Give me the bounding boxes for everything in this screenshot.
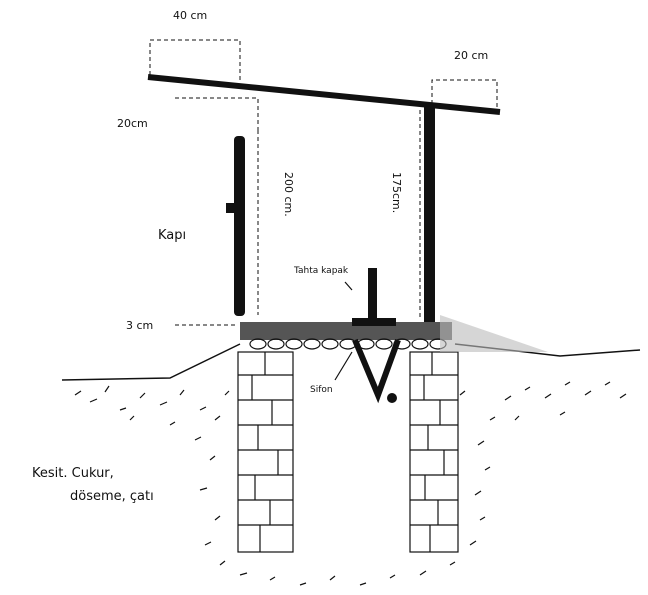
door-handle: [226, 203, 235, 213]
door-panel: [234, 136, 245, 316]
pit-wall-right: [409, 351, 459, 553]
stone-row: [249, 338, 447, 350]
ground-line: [61, 343, 641, 381]
label-door-height: 200 cm.: [282, 172, 295, 217]
label-wall-height: 175cm.: [390, 172, 403, 214]
caption-line-1: Kesit. Cukur,: [32, 466, 114, 481]
trap-siphon: [352, 338, 401, 404]
label-door-top-gap: 20cm: [117, 117, 148, 130]
label-roof-overhang-right: 20 cm: [454, 49, 489, 62]
label-door: Kapı: [158, 228, 187, 243]
label-floor-gap: 3 cm: [126, 319, 154, 332]
pit-wall-left: [237, 351, 294, 553]
lid-arrow: [344, 281, 353, 291]
dimension-lines: [149, 39, 498, 326]
label-trap: Sifon: [310, 385, 333, 395]
label-roof-overhang-left: 40 cm: [173, 9, 208, 22]
lid-handle: [368, 268, 377, 324]
roof-slab: [147, 74, 501, 115]
label-lid: Tahta kapak: [294, 266, 349, 276]
caption-line-2: döseme, çatı: [70, 489, 154, 504]
floor-slab: [240, 322, 452, 340]
gravel-mound: [440, 315, 548, 352]
wooden-lid: [352, 318, 396, 326]
sifon-arrow: [334, 351, 353, 381]
back-wall: [424, 104, 435, 330]
soil-hatching: [74, 381, 627, 586]
